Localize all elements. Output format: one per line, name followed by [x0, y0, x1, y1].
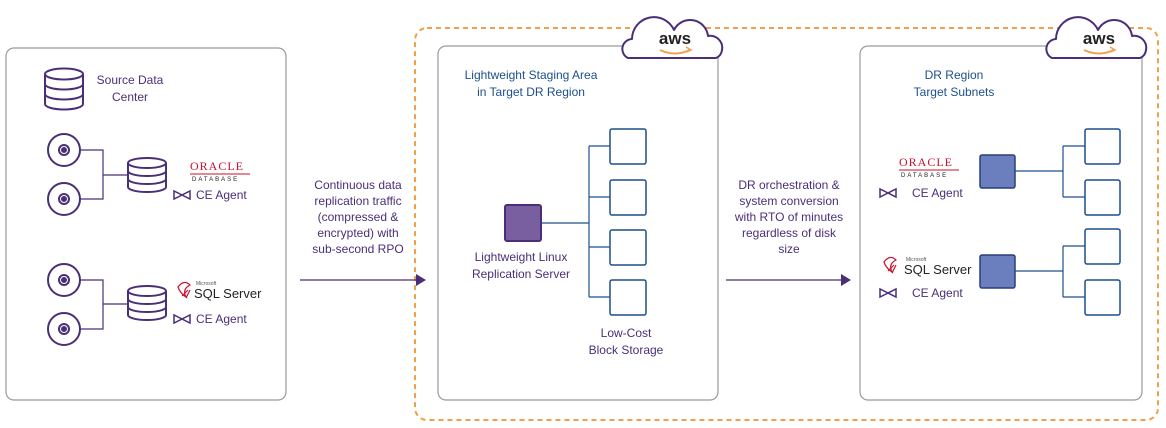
ce-agent-icon — [173, 313, 191, 325]
source-disk-icon — [47, 182, 81, 216]
source-disk-icon — [47, 263, 81, 297]
block-storage-label-1: Low-Cost — [601, 326, 652, 340]
source-disk-icon — [47, 133, 81, 167]
source-panel — [5, 47, 287, 401]
replication-arrow-head — [416, 274, 426, 286]
sql-server-logo-icon — [177, 281, 192, 299]
ce-agent-icon — [879, 187, 897, 199]
dr-oracle-logo-text: ORACLE — [899, 155, 953, 169]
left-arrow-text-3: (compressed & — [318, 210, 399, 224]
dr-oracle-agent-label: CE Agent — [912, 186, 963, 200]
replication-server-label-2: Replication Server — [472, 267, 570, 281]
dr-sql-logo-text: SQL Server — [904, 262, 972, 277]
dr-panel — [859, 45, 1143, 401]
right-arrow-text-5: size — [778, 242, 800, 256]
dr-aws-text: aws — [1083, 29, 1115, 48]
replication-server-label-1: Lightweight Linux — [475, 250, 568, 264]
aws-cloud-icon: aws — [1045, 16, 1148, 59]
source-title-line1: Source Data — [97, 73, 164, 87]
dr-storage-volume — [1084, 279, 1121, 316]
right-arrow-text-3: with RTO of minutes — [734, 210, 843, 224]
dr-sql-server-logo-icon — [883, 256, 898, 274]
block-storage-label-2: Block Storage — [589, 343, 664, 357]
oracle-database-icon — [127, 157, 167, 193]
left-arrow-text-5: sub-second RPO — [312, 242, 403, 256]
disk-connector-2 — [80, 279, 127, 330]
dr-storage-volume — [1084, 128, 1121, 165]
right-arrow-text-2: system conversion — [739, 194, 838, 208]
block-storage-volume — [609, 229, 647, 266]
aws-boundary — [414, 27, 1159, 421]
dr-sql-agent-label: CE Agent — [912, 286, 963, 300]
sql-logo-ms: Microsoft — [196, 281, 217, 287]
dr-oracle-target-server — [979, 154, 1016, 189]
dr-storage-volume — [1084, 228, 1121, 265]
dr-sql-storage-tree — [1015, 245, 1085, 298]
oracle-logo-text: ORACLE — [190, 159, 244, 173]
block-storage-volume — [609, 179, 647, 216]
staging-aws-text: aws — [659, 29, 691, 48]
dr-sql-logo-ms: Microsoft — [906, 257, 927, 263]
oracle-logo-sub: DATABASE — [192, 177, 239, 183]
dr-oracle-logo-sub: DATABASE — [901, 173, 948, 179]
aws-cloud-icon: aws — [621, 16, 724, 59]
sql-database-icon — [127, 285, 167, 321]
dr-title-line1: DR Region — [925, 68, 984, 82]
left-arrow-text-1: Continuous data — [314, 178, 402, 192]
staging-title-line2: in Target DR Region — [477, 85, 585, 99]
dr-oracle-storage-tree — [1015, 145, 1085, 198]
right-arrow-text-4: regardless of disk — [742, 226, 837, 240]
source-title-line2: Center — [112, 90, 148, 104]
source-oracle-agent-label: CE Agent — [196, 188, 247, 202]
source-sql-agent-label: CE Agent — [196, 312, 247, 326]
ce-agent-icon — [173, 189, 191, 201]
block-storage-volume — [609, 128, 647, 165]
staging-storage-tree — [588, 145, 610, 298]
disk-connector-1 — [80, 149, 127, 200]
left-arrow-text-2: replication traffic — [314, 194, 401, 208]
dr-sql-target-server — [979, 254, 1016, 289]
source-database-icon — [44, 67, 84, 111]
staging-title-line1: Lightweight Staging Area — [465, 68, 598, 82]
orchestration-arrow-head — [841, 274, 851, 286]
replication-server-icon — [504, 204, 542, 242]
dr-storage-volume — [1084, 179, 1121, 216]
source-disk-icon — [47, 312, 81, 346]
block-storage-volume — [609, 279, 647, 316]
ce-agent-icon — [879, 287, 897, 299]
right-arrow-text-1: DR orchestration & — [738, 178, 839, 192]
sql-logo-text: SQL Server — [194, 286, 262, 301]
dr-title-line2: Target Subnets — [914, 85, 995, 99]
left-arrow-text-4: encrypted) with — [317, 226, 398, 240]
